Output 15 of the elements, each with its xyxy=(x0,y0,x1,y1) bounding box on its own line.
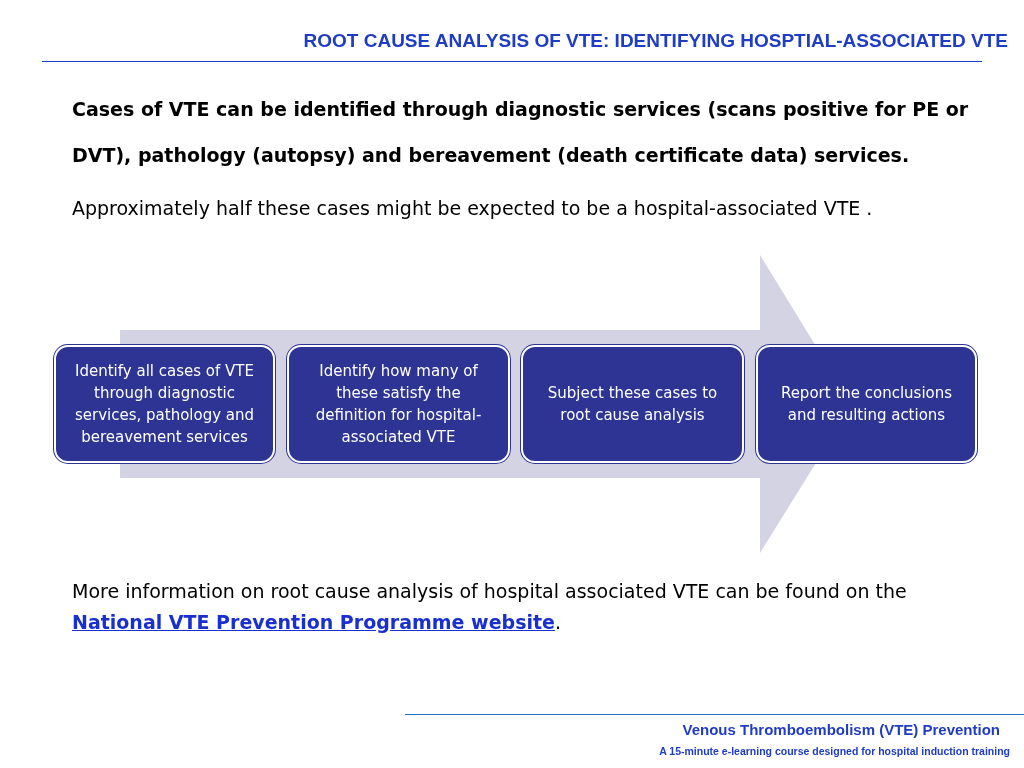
box-text: Report the conclusions and resulting actions xyxy=(779,383,954,426)
paragraph: Approximately half these cases might be expected to be a hospital-associated VTE . xyxy=(72,197,874,219)
process-box xyxy=(54,345,275,463)
paragraph: More information on root cause analysis of hospital associated VTE can be found on the National VTE Prevention Programme website. xyxy=(72,579,908,635)
process-box xyxy=(287,345,510,463)
footer-title: Venous Thromboembolism (VTE) Prevention xyxy=(682,721,1000,738)
process-box xyxy=(756,345,977,463)
box-text: Subject these cases to root cause analysis xyxy=(546,383,719,426)
footer-subtitle: A 15-minute e-learning course designed for hospital induction training xyxy=(659,745,1010,757)
box-text: Identify all cases of VTE through diagnostic services, pathology and bereavement services xyxy=(73,361,256,448)
box-text: Identify how many of these satisfy the definition for hospital-associated VTE xyxy=(314,361,483,448)
link: National VTE Prevention Programme website xyxy=(72,611,555,633)
slide-title: ROOT CAUSE ANALYSIS OF VTE: IDENTIFYING HOSPTIAL-ASSOCIATED VTE xyxy=(303,30,1008,52)
intro-paragraph: Cases of VTE can be identified through diagnostic services (scans positive for PE or DVT), pathology (autopsy) and bereavement (death certificate data) services. xyxy=(72,97,970,168)
process-box xyxy=(521,345,744,463)
